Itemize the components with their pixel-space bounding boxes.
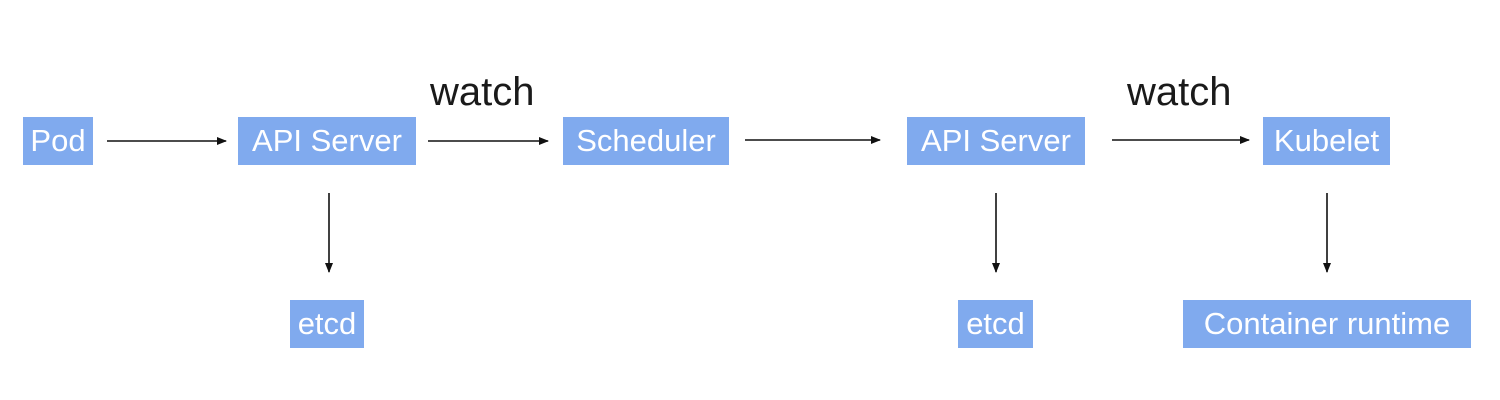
watch-label-1: watch [430,70,535,114]
node-kubelet: Kubelet [1263,117,1390,165]
node-scheduler: Scheduler [563,117,729,165]
node-etcd-2: etcd [958,300,1033,348]
node-etcd-1: etcd [290,300,364,348]
watch-label-2: watch [1127,70,1232,114]
node-container-runtime: Container runtime [1183,300,1471,348]
node-api-server-2: API Server [907,117,1085,165]
node-pod: Pod [23,117,93,165]
node-api-server-1: API Server [238,117,416,165]
